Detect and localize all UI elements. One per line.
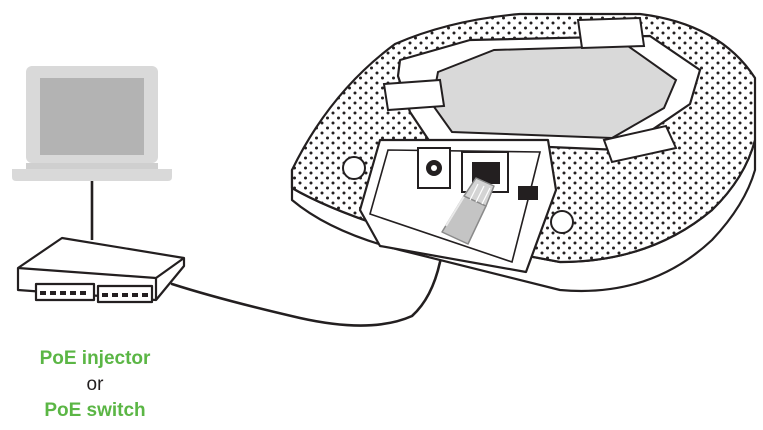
- joiner-label: or: [86, 374, 104, 395]
- poe-switch-icon: [16, 236, 186, 304]
- poe-source-caption: PoE injector or PoE switch: [0, 346, 190, 424]
- access-point-icon: [290, 12, 757, 293]
- laptop-icon: [12, 66, 172, 181]
- poe-switch-label: PoE switch: [44, 400, 146, 421]
- poe-injector-label: PoE injector: [39, 348, 151, 369]
- ethernet-plug-icon: [441, 177, 495, 245]
